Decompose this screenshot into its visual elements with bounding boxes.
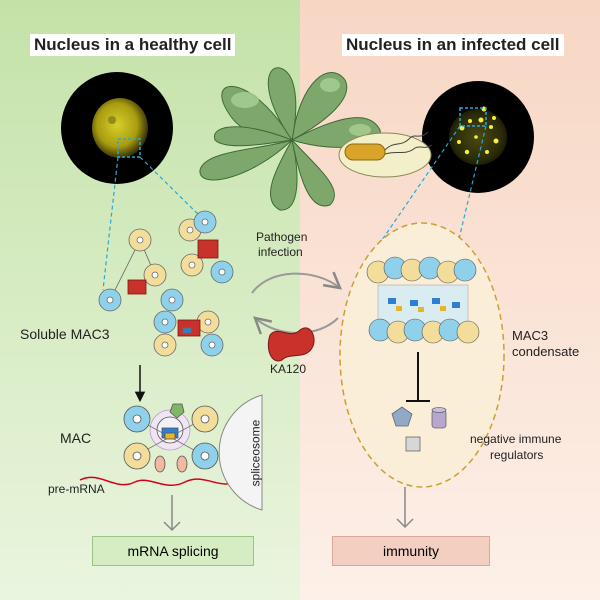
right-outcome-arrow bbox=[396, 487, 414, 529]
ka120-protein bbox=[267, 327, 315, 362]
pathogen-label-line2: infection bbox=[258, 245, 303, 259]
spliceosome-shape bbox=[218, 394, 263, 511]
infection-arrow bbox=[251, 271, 343, 294]
bacterium-inset bbox=[338, 131, 433, 178]
negative-regulators-label-line2: regulators bbox=[490, 448, 544, 462]
pre-mrna-strand bbox=[79, 476, 241, 486]
plant-illustration bbox=[199, 67, 381, 211]
soluble-mac3-complexes bbox=[98, 210, 234, 357]
healthy-nucleus-micrograph bbox=[61, 72, 173, 184]
negative-regulators-shapes bbox=[391, 406, 447, 452]
mac-label: MAC bbox=[60, 430, 92, 446]
left-outcome-arrow bbox=[163, 495, 181, 532]
spliceosome-label: spliceosome bbox=[248, 419, 263, 487]
condensate-label-line2: condensate bbox=[512, 344, 580, 359]
condensate-structure bbox=[366, 256, 480, 344]
ka120-label: KA120 bbox=[270, 362, 307, 376]
healthy-cell-title: Nucleus in a healthy cell bbox=[30, 34, 236, 56]
soluble-mac3-label: Soluble MAC3 bbox=[20, 326, 110, 342]
infected-cell-title: Nucleus in an infected cell bbox=[342, 34, 564, 56]
immunity-box: immunity bbox=[332, 536, 490, 566]
pre-mrna-label: pre-mRNA bbox=[48, 482, 105, 496]
condensate-label-line1: MAC3 bbox=[512, 328, 549, 343]
mrna-splicing-box: mRNA splicing bbox=[92, 536, 254, 566]
mac3-complex-3 bbox=[153, 310, 224, 357]
mac3-complex-1 bbox=[98, 228, 184, 312]
mac-complex bbox=[123, 403, 219, 473]
negative-regulators-label-line1: negative immune bbox=[470, 432, 562, 446]
mac3-complex-2 bbox=[178, 210, 234, 284]
infected-nucleus-micrograph bbox=[422, 81, 534, 193]
pathogen-label-line1: Pathogen bbox=[256, 230, 308, 244]
